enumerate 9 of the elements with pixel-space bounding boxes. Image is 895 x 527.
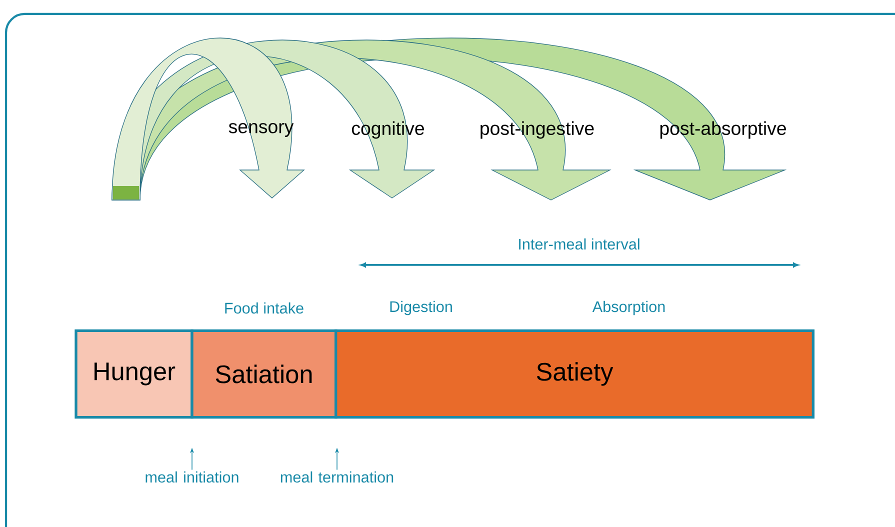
phase-label: Absorption [592,300,665,316]
phase-label: Inter-meal interval [519,238,640,250]
event-label: meal termination [280,471,394,483]
phase-label: Digestion [390,300,452,316]
phase-label: Food intake [225,302,304,314]
event-label: meal initiation [146,471,238,483]
phase-box: Satiation [190,329,338,419]
phase-box: Satiety [334,329,814,419]
phase-box: Hunger [74,329,194,419]
